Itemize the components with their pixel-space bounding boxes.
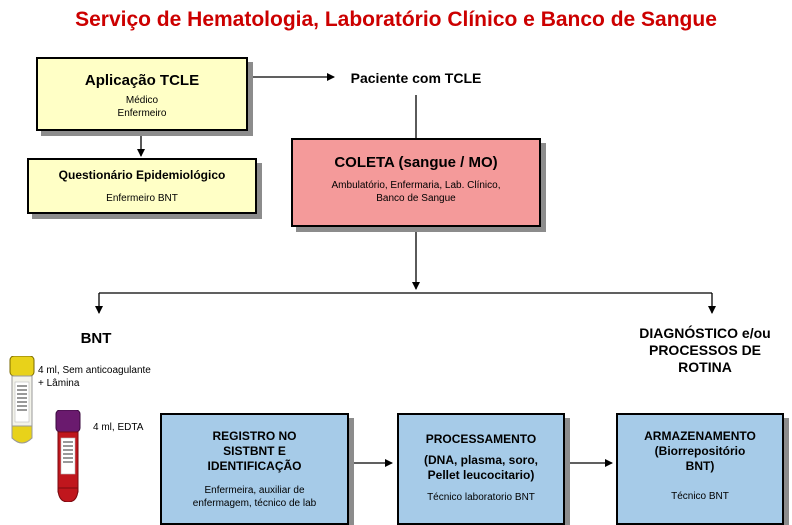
registro-line1: Enfermeira, auxiliar de — [204, 485, 305, 496]
tube2-description: 4 ml, EDTA — [93, 422, 144, 433]
yellow-cap-tube-icon — [9, 356, 35, 444]
coleta-line2: Banco de Sangue — [376, 193, 456, 204]
processamento-detail-2: Pellet leucocitario) — [427, 468, 535, 482]
tube1-description: 4 ml, Sem anticoagulante + Lâmina — [38, 364, 151, 390]
armazenamento-title-2: (Biorrepositório — [654, 444, 746, 458]
processamento-title: PROCESSAMENTO — [425, 432, 537, 446]
processamento-detail-1: (DNA, plasma, soro, — [423, 453, 539, 467]
purple-cap-tube-icon — [55, 410, 81, 502]
diagnostico-line3: ROTINA — [678, 359, 732, 375]
processamento-box: PROCESSAMENTO (DNA, plasma, soro, Pellet… — [397, 413, 565, 525]
registro-title-2: SISTBNT E — [223, 444, 286, 458]
coleta-box: COLETA (sangue / MO) Ambulatório, Enferm… — [291, 138, 541, 227]
armazenamento-title-3: BNT) — [685, 459, 715, 473]
coleta-title: COLETA (sangue / MO) — [334, 154, 498, 171]
bnt-label: BNT — [80, 330, 112, 347]
questionario-box: Questionário Epidemiológico Enfermeiro B… — [27, 158, 257, 214]
paciente-label: Paciente com TCLE — [350, 70, 482, 86]
armazenamento-box: ARMAZENAMENTO (Biorrepositório BNT) Técn… — [616, 413, 784, 525]
questionario-title: Questionário Epidemiológico — [58, 168, 226, 182]
page-title: Serviço de Hematologia, Laboratório Clín… — [75, 8, 717, 31]
processamento-sub: Técnico laboratorio BNT — [427, 492, 535, 503]
tcle-box: Aplicação TCLE Médico Enfermeiro — [36, 57, 248, 131]
tcle-line1: Médico — [125, 95, 159, 106]
diagnostico-line1: DIAGNÓSTICO e/ou — [639, 325, 771, 341]
registro-title-3: IDENTIFICAÇÃO — [207, 459, 302, 473]
tube1-line2: + Lâmina — [38, 378, 80, 389]
tcle-line2: Enfermeiro — [117, 108, 167, 119]
registro-line2: enfermagem, técnico de lab — [192, 498, 317, 509]
diagnostico-label: DIAGNÓSTICO e/ou PROCESSOS DE ROTINA — [622, 325, 788, 376]
registro-box: REGISTRO NO SISTBNT E IDENTIFICAÇÃO Enfe… — [160, 413, 349, 525]
tcle-title: Aplicação TCLE — [84, 72, 200, 89]
coleta-line1: Ambulatório, Enfermaria, Lab. Clínico, — [331, 180, 501, 191]
armazenamento-title-1: ARMAZENAMENTO — [644, 429, 756, 443]
diagnostico-line2: PROCESSOS DE — [648, 342, 762, 358]
armazenamento-sub: Técnico BNT — [671, 491, 729, 502]
tube1-line1: 4 ml, Sem anticoagulante — [38, 365, 151, 376]
questionario-sub: Enfermeiro BNT — [106, 193, 178, 204]
registro-title-1: REGISTRO NO — [212, 429, 297, 443]
